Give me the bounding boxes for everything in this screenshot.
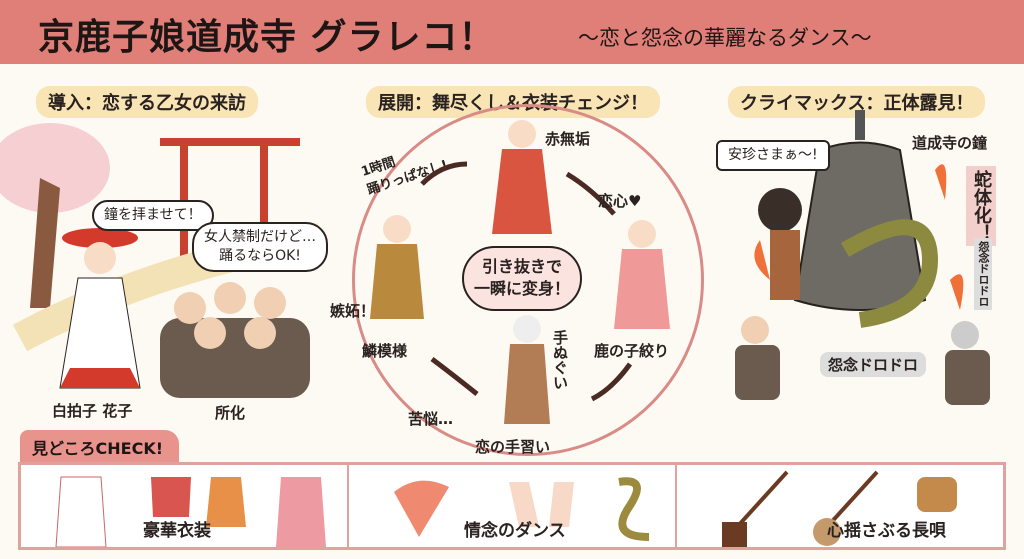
speech-bubble-woman: 安珍さまぁ〜! [716,140,830,171]
snake-transform-label: 蛇体化！ [966,166,996,246]
shamisen-drum-icon [722,470,957,547]
cherry-tree-icon [0,123,110,308]
cycle-arrows [420,161,633,402]
costume-label: 赤無垢 [545,130,591,148]
speech-bubble-girl: 鐘を拝ませて！ [92,200,214,231]
dance-cycle-circle [352,104,704,456]
page-subtitle: 〜恋と怨念の華麗なるダンス〜 [578,26,872,50]
check-item-dance: 情念のダンス [349,465,677,547]
monks-group [160,282,310,398]
check-label: 豪華衣装 [143,521,211,541]
costume-label: 鱗模様 [362,342,408,360]
speech-bubble-monks: 女人禁制だけど… 踊るならOK! [192,222,328,272]
bubble-line: 引き抜きで [481,257,562,276]
kimono-icon [55,476,326,547]
snake-icon [840,219,939,328]
costume-note: 嫉妬！ [330,302,376,320]
bubble-line: 踊るならOK! [219,247,301,264]
bubble-line: 一瞬に変身！ [473,279,570,299]
woman-figure [758,188,802,300]
check-label: 情念のダンス [464,521,566,541]
bubble-line: 女人禁制だけど… [204,229,316,245]
shirabyoshi-figure [59,228,141,389]
header-band [0,0,1024,64]
costume-note: 手ぬぐい [551,330,569,390]
section-heading-development: 展開：舞尽くし＆衣装チェンジ！ [366,86,660,118]
page-title: 京鹿子娘道成寺 グラレコ！ [38,17,496,58]
bell-icon [793,110,927,311]
arrow-icon [590,362,633,402]
dancer-red [492,120,552,234]
transform-bubble: 引き抜きで 一瞬に変身！ [462,246,582,311]
check-label: 心揺さぶる長唄 [827,521,946,541]
label-girl: 白拍子 花子 [52,402,133,420]
intro-illustration [0,123,323,398]
costume-note: 恋心♥ [598,192,642,210]
label-monks: 所化 [215,404,246,422]
arrow-icon [420,161,468,186]
grudge-small-label: 怨念ドロドロ [974,238,992,310]
check-item-costume: 豪華衣装 [21,465,349,547]
arrow-icon [565,171,616,216]
dancer-scale [370,215,424,319]
monk-left [735,316,780,400]
section-heading-intro: 導入：恋する乙女の来訪 [36,86,258,118]
bell-label: 道成寺の鐘 [912,134,988,152]
suffer-note: 苦悩… [408,410,454,428]
dance-cycle-figures [370,120,670,424]
dancer-pink [614,220,670,329]
climax-illustration [735,110,990,405]
check-box: 豪華衣装 情念のダンス 心揺さぶる長唄 [18,462,1006,550]
monk-right [945,321,990,405]
check-tab: 見どころCHECK! [20,430,180,463]
check-item-nagauta: 心揺さぶる長唄 [677,465,1003,547]
arrow-icon [430,357,479,396]
grudge-label: 怨念ドロドロ [820,352,927,377]
flame-icon [754,164,964,310]
costume-label: 恋の手習い [475,438,551,456]
fan-hands-snake-icon [394,477,650,541]
costume-label: 鹿の子絞り [594,342,670,360]
dancer-brown [504,315,550,424]
